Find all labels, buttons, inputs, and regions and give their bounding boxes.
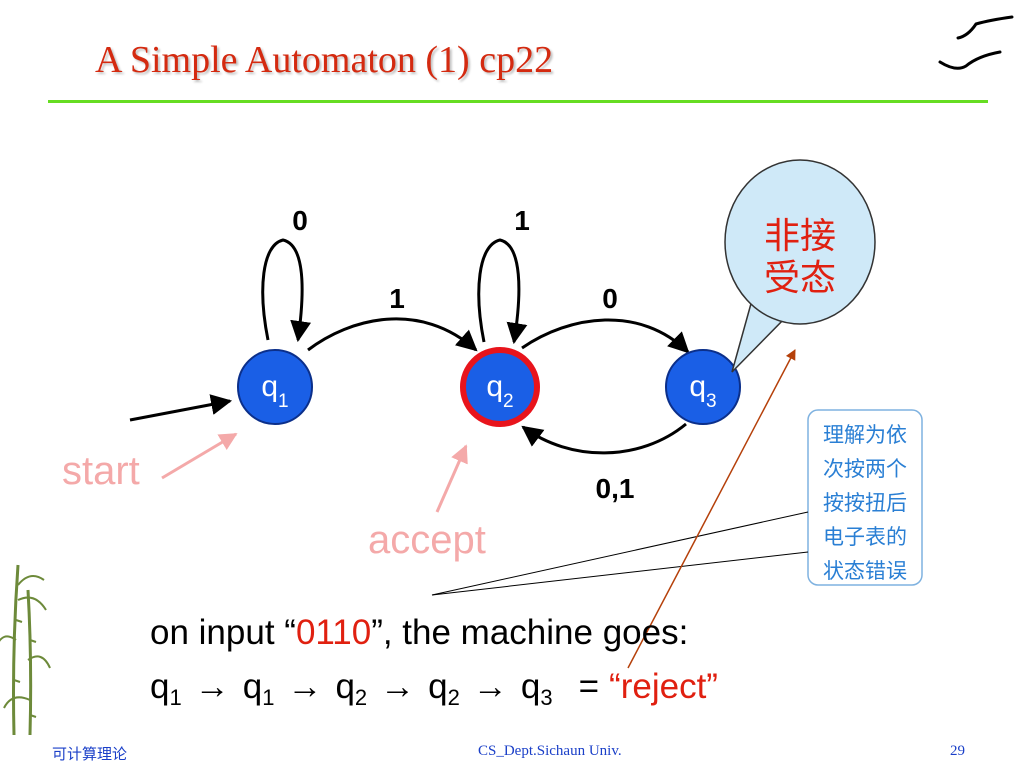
svg-text:q3: q3 — [689, 370, 716, 412]
path-state: q3 — [520, 667, 553, 710]
state-q1-label: q — [261, 370, 278, 403]
edge-q3-q2 — [521, 422, 687, 455]
start-annotation-arrow — [161, 432, 238, 480]
note-line: 电子表的 — [823, 526, 907, 549]
label-q3-q2: 0,1 — [596, 473, 635, 504]
note-leader-line — [431, 551, 809, 596]
equals-sign: = — [578, 667, 600, 706]
label-q1-loop: 0 — [292, 205, 308, 236]
title-rule — [48, 100, 988, 103]
state-q2-sub: 2 — [503, 391, 514, 412]
state-q1: q1 — [237, 349, 313, 425]
footer-department: CS_Dept.Sichaun Univ. — [478, 743, 622, 759]
path-arrow: → — [380, 667, 416, 706]
input-sentence-suffix: ”, the machine goes: — [371, 613, 689, 652]
state-q3-sub: 3 — [706, 391, 717, 412]
accept-annotation-arrow — [435, 444, 468, 513]
note-line: 状态错误 — [823, 560, 907, 583]
edge-q1-q2 — [307, 317, 478, 352]
state-q1-sub: 1 — [278, 391, 289, 412]
state-q3-label: q — [689, 370, 706, 403]
input-sentence: on input “0110”, the machine goes: — [150, 613, 688, 653]
edge-q2-q3 — [521, 318, 690, 354]
note-line: 按按扭后 — [823, 492, 907, 515]
reject-pointer-line — [627, 349, 796, 669]
start-annotation: start — [62, 449, 140, 493]
state-q2-label: q — [486, 370, 503, 403]
note-box: 理解为依 次按两个 按按扭后 电子表的 状态错误 — [807, 409, 923, 586]
q1-self-loop — [261, 238, 312, 343]
path-state: q2 — [428, 667, 460, 710]
start-arrow — [129, 394, 233, 422]
path-state: q1 — [242, 667, 275, 710]
state-path: q1 → q1 → q2 → q2 → q3 =“reject” — [150, 667, 718, 711]
path-state: q2 — [335, 667, 368, 710]
footer-course: 可计算理论 — [52, 747, 128, 763]
label-q2-loop: 1 — [514, 205, 530, 236]
accept-ring — [460, 347, 540, 427]
bird-icon — [938, 15, 1014, 70]
slide-title: A Simple Automaton (1) cp22 — [95, 39, 554, 81]
svg-text:q1: q1 — [261, 370, 288, 412]
accept-annotation: accept — [368, 518, 486, 562]
path-arrow: → — [287, 667, 323, 706]
path-arrow: → — [194, 667, 230, 706]
state-q2: q2 — [460, 347, 540, 427]
q2-self-loop — [477, 238, 528, 345]
note-leader-line — [431, 511, 809, 596]
input-string: 0110 — [295, 613, 372, 652]
page-number: 29 — [950, 743, 965, 759]
note-line: 理解为依 — [823, 424, 907, 447]
note-line: 次按两个 — [823, 458, 907, 481]
non-accept-bubble: 非接 受态 — [724, 159, 876, 373]
label-q2-q3: 0 — [602, 283, 618, 314]
bamboo-icon — [0, 564, 51, 736]
bubble-line-2: 受态 — [764, 257, 836, 298]
input-sentence-prefix: on input “ — [150, 613, 296, 652]
path-state: q1 — [150, 667, 182, 710]
bubble-line-1: 非接 — [764, 215, 836, 256]
svg-text:q2: q2 — [486, 370, 513, 412]
state-q3: q3 — [665, 349, 741, 425]
label-q1-q2: 1 — [389, 283, 405, 314]
path-arrow: → — [472, 667, 508, 706]
result-text: “reject” — [609, 667, 718, 706]
